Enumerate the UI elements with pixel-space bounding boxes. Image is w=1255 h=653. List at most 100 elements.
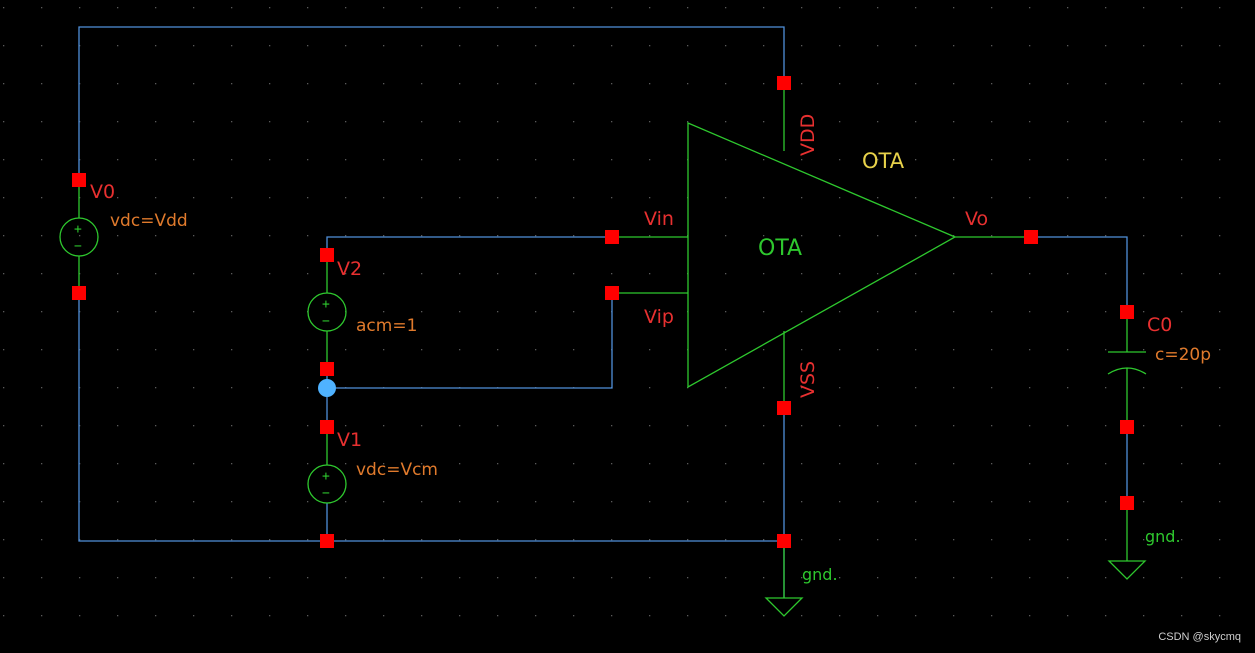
grid-dot	[763, 7, 765, 9]
capacitor-c0[interactable]	[1107, 312, 1147, 427]
grid-dot	[649, 311, 651, 313]
wire-vo-to-cap[interactable]	[1031, 236, 1128, 312]
wire-v2-to-vin[interactable]	[326, 236, 612, 255]
grid-dot	[953, 539, 955, 541]
grid-dot	[801, 425, 803, 427]
grid-dot	[915, 349, 917, 351]
grid-dot	[649, 615, 651, 617]
grid-dot	[915, 501, 917, 503]
pin-v2-plus[interactable]	[320, 248, 334, 262]
grid-dot	[611, 463, 613, 465]
grid-dot	[573, 349, 575, 351]
grid-dot	[725, 501, 727, 503]
grid-dot	[1105, 121, 1107, 123]
grid-dot	[991, 349, 993, 351]
pin-v1-minus[interactable]	[320, 534, 334, 548]
wire-vip-to-junction[interactable]	[327, 293, 613, 389]
ground-symbol-main[interactable]	[764, 541, 804, 617]
ota-pin-vss-label: VSS	[797, 361, 819, 398]
grid-dot	[421, 463, 423, 465]
grid-dot	[1067, 311, 1069, 313]
grid-dot	[1219, 45, 1221, 47]
grid-dot	[117, 501, 119, 503]
grid-dot	[877, 7, 879, 9]
grid-dot	[3, 349, 5, 351]
grid-dot	[991, 463, 993, 465]
grid-dot	[839, 577, 841, 579]
wire-v0-to-ground[interactable]	[78, 293, 784, 542]
grid-dot	[573, 197, 575, 199]
grid-dot	[611, 159, 613, 161]
grid-dot	[459, 539, 461, 541]
grid-dot	[1143, 45, 1145, 47]
grid-dot	[1219, 349, 1221, 351]
grid-dot	[155, 273, 157, 275]
pin-ota-vdd[interactable]	[777, 76, 791, 90]
grid-dot	[1181, 197, 1183, 199]
grid-dot	[1181, 311, 1183, 313]
grid-dot	[1029, 273, 1031, 275]
pin-c0-top[interactable]	[1120, 305, 1134, 319]
wire-vdd-loop[interactable]	[78, 26, 785, 180]
grid-dot	[611, 273, 613, 275]
pin-ota-vo[interactable]	[1024, 230, 1038, 244]
source-v0-minus: −	[74, 239, 82, 254]
grid-dot	[687, 45, 689, 47]
grid-dot	[117, 349, 119, 351]
grid-dot	[3, 197, 5, 199]
pin-ground-main[interactable]	[777, 534, 791, 548]
grid-dot	[611, 501, 613, 503]
grid-dot	[117, 577, 119, 579]
ota-symbol[interactable]	[612, 83, 1031, 408]
grid-dot	[535, 159, 537, 161]
grid-dot	[535, 615, 537, 617]
pin-ground-cap[interactable]	[1120, 496, 1134, 510]
grid-dot	[231, 349, 233, 351]
pin-v1-plus[interactable]	[320, 420, 334, 434]
pin-ota-vin[interactable]	[605, 230, 619, 244]
grid-dot	[459, 501, 461, 503]
grid-dot	[497, 577, 499, 579]
grid-dot	[801, 45, 803, 47]
grid-dot	[41, 577, 43, 579]
grid-dot	[649, 235, 651, 237]
ground-label-main: gnd.	[802, 565, 838, 584]
grid-dot	[1143, 615, 1145, 617]
pin-v2-minus[interactable]	[320, 362, 334, 376]
grid-dot	[839, 235, 841, 237]
grid-dot	[991, 577, 993, 579]
grid-dot	[877, 311, 879, 313]
grid-dot	[611, 7, 613, 9]
grid-dot	[421, 83, 423, 85]
junction-dot[interactable]	[318, 379, 336, 397]
grid-dot	[763, 159, 765, 161]
grid-dot	[915, 83, 917, 85]
grid-dot	[877, 615, 879, 617]
grid-dot	[1029, 311, 1031, 313]
grid-dot	[41, 349, 43, 351]
grid-dot	[573, 159, 575, 161]
grid-dot	[1181, 235, 1183, 237]
grid-dot	[725, 615, 727, 617]
grid-dot	[3, 463, 5, 465]
grid-dot	[1143, 7, 1145, 9]
pin-c0-bottom[interactable]	[1120, 420, 1134, 434]
grid-dot	[877, 45, 879, 47]
grid-dot	[231, 311, 233, 313]
grid-dot	[1067, 235, 1069, 237]
grid-dot	[611, 425, 613, 427]
ground-symbol-cap[interactable]	[1107, 503, 1147, 580]
grid-dot	[1219, 501, 1221, 503]
pin-v0-plus[interactable]	[72, 173, 86, 187]
pin-ota-vip[interactable]	[605, 286, 619, 300]
grid-dot	[3, 159, 5, 161]
grid-dot	[307, 349, 309, 351]
grid-dot	[649, 83, 651, 85]
grid-dot	[877, 235, 879, 237]
pin-v0-minus[interactable]	[72, 286, 86, 300]
grid-dot	[421, 159, 423, 161]
grid-dot	[535, 235, 537, 237]
pin-ota-vss[interactable]	[777, 401, 791, 415]
grid-dot	[345, 121, 347, 123]
